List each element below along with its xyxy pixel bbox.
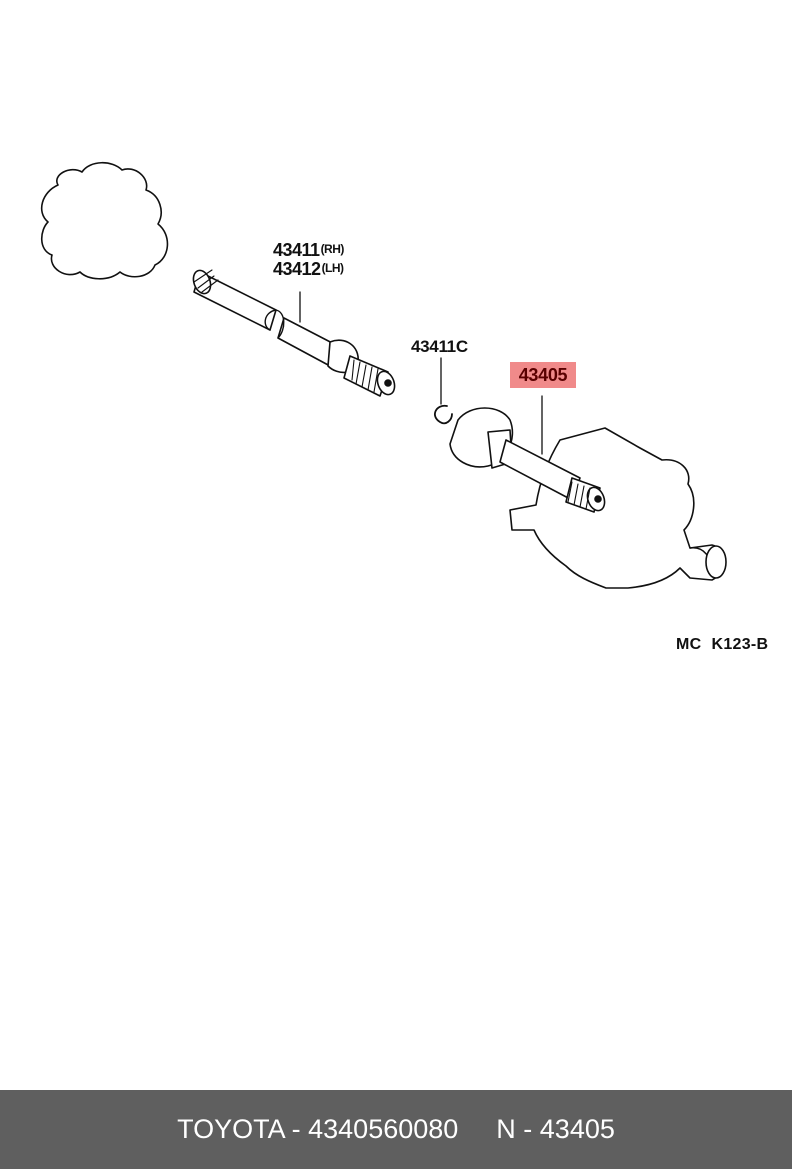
exploded-parts-diagram [40,161,727,589]
footer-brand-part: TOYOTA - 4340560080 [177,1114,459,1144]
diagram-code-prefix: MC [676,636,702,653]
side-rh: (RH) [320,242,345,256]
diagram-code-id: K123-B [711,636,769,653]
label-part-lh: 43412(LH) [273,259,344,280]
label-part-highlight: 43405 [510,362,576,388]
snap-ring [434,404,453,425]
cloud-shape [40,161,169,280]
footer-bar: TOYOTA - 4340560080 N - 43405 [0,1090,792,1169]
label-part-ring: 43411C [411,337,468,356]
side-lh: (LH) [321,261,345,275]
inner-shaft [192,269,396,397]
diagram-code: MC K123-B [676,636,768,654]
differential-case [509,427,725,589]
footer-reference: N - 43405 [496,1114,615,1144]
outer-joint-shaft [449,407,606,513]
part-number-lh: 43412 [273,259,321,279]
part-number-rh: 43411 [273,240,320,260]
label-part-rh: 43411(RH) [273,240,344,261]
